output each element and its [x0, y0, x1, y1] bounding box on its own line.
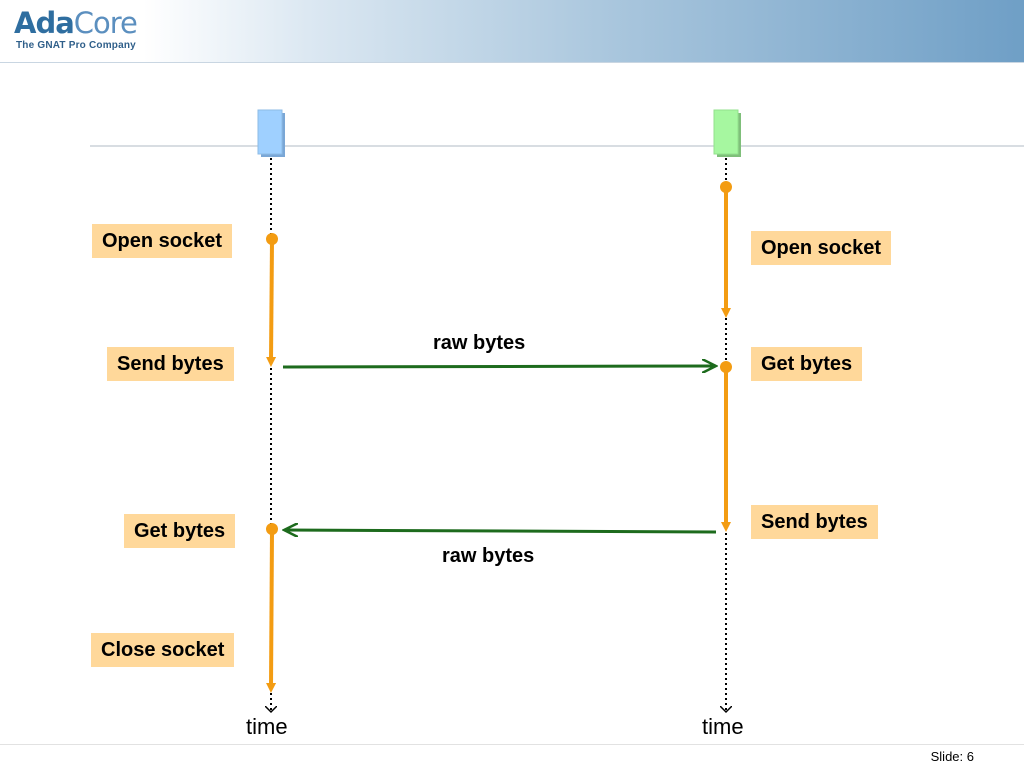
client-open-socket-label: Open socket — [92, 224, 233, 258]
logo-tagline: The GNAT Pro Company — [16, 40, 136, 51]
server-send-bytes-label: Send bytes — [751, 505, 878, 539]
client-get-dot — [266, 523, 278, 535]
server-time-label: time — [702, 714, 744, 739]
footer-rule — [0, 744, 1024, 745]
logo-ada: Ada — [14, 6, 75, 40]
slide-number: Slide: 6 — [930, 749, 974, 764]
server-get-dot — [720, 361, 732, 373]
client-activation-1 — [266, 239, 277, 367]
server-open-dot — [720, 181, 732, 193]
adacore-logo: AdaCore — [14, 6, 138, 40]
client-send-bytes-label: Send bytes — [107, 347, 234, 381]
client-close-socket-label: Close socket — [91, 633, 235, 667]
server-get-bytes-label: Get bytes — [751, 347, 863, 381]
client-activation-2 — [266, 529, 277, 693]
logo-core: Core — [73, 6, 138, 40]
message-arrow-to-server — [282, 366, 716, 367]
message-label-to-server: raw bytes — [433, 332, 526, 354]
client-get-bytes-label: Get bytes — [124, 514, 236, 548]
message-arrow-to-client — [284, 530, 717, 532]
client-time-label: time — [246, 714, 288, 739]
slide-header: AdaCore The GNAT Pro Company — [0, 0, 1024, 63]
message-label-to-client: raw bytes — [442, 545, 535, 567]
server-lifeline-head — [713, 109, 741, 157]
server-open-socket-label: Open socket — [751, 231, 892, 265]
client-open-dot — [266, 233, 278, 245]
client-lifeline-head — [257, 109, 285, 157]
